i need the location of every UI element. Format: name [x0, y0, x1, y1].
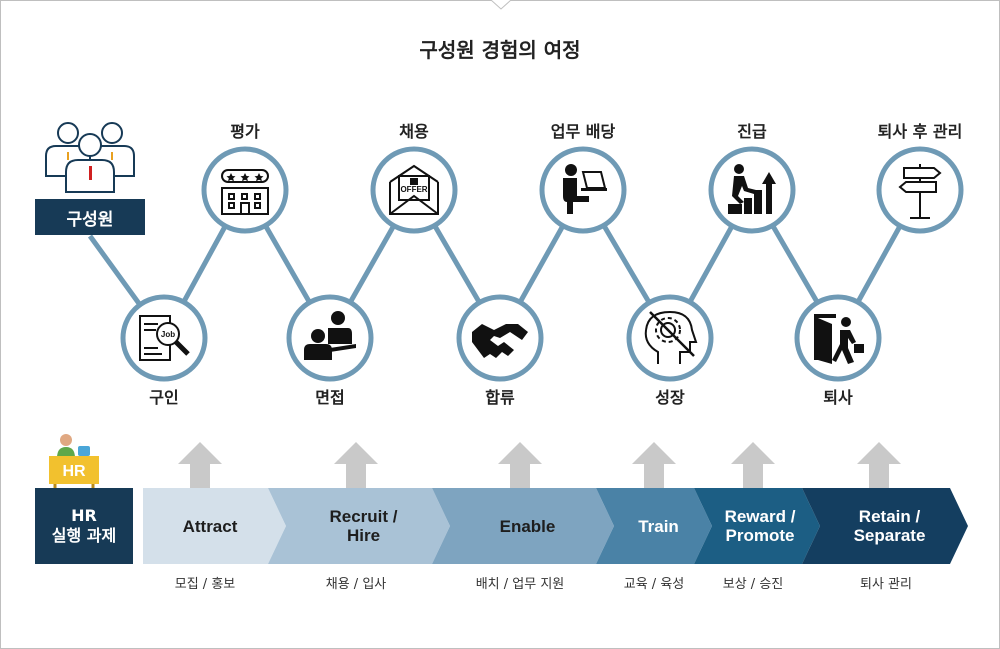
- up-arrow-enable: [498, 442, 542, 488]
- assignment-node: [539, 146, 627, 234]
- member-label: 구성원: [35, 199, 145, 235]
- promotion-node: [708, 146, 796, 234]
- laptop-worker-icon: [563, 164, 607, 214]
- interview-node: [286, 294, 374, 382]
- hr-box-line1: HR: [71, 506, 97, 525]
- signpost-icon: [898, 164, 942, 219]
- post-exit-node: [876, 146, 964, 234]
- task-recruit-line2: Hire: [346, 526, 381, 545]
- stage-recruiting: 구인: [149, 388, 179, 407]
- task-recruit-line1: Recruit /: [329, 507, 398, 526]
- offer-letter-icon: [389, 164, 439, 215]
- task-train-line1: Train: [638, 516, 679, 536]
- stage-assignment: 업무 배당: [550, 122, 616, 141]
- chevron-recruit: [268, 488, 450, 564]
- chevron-enable: [432, 488, 614, 564]
- growth-node: [626, 294, 714, 382]
- task-recruit-sub: 채용 / 입사: [325, 577, 387, 592]
- chevron-attract: [143, 488, 286, 564]
- task-train: Train: [614, 488, 703, 564]
- stage-hiring: 채용: [399, 122, 429, 141]
- chevron-reward: [694, 488, 820, 564]
- chevron-retain: [802, 488, 968, 564]
- task-attract-line1: Attract: [182, 516, 238, 536]
- handshake-icon: [472, 324, 528, 358]
- hr-icon-text: HR: [62, 463, 86, 480]
- task-attract: Attract: [143, 488, 277, 564]
- up-arrow-retain: [857, 442, 901, 488]
- task-attract-sub: 모집 / 홍보: [174, 577, 236, 592]
- job-text: Job: [161, 330, 175, 339]
- exit-door-icon: [814, 314, 864, 364]
- stage-evaluation: 평가: [230, 122, 260, 141]
- exit-node: [794, 294, 882, 382]
- task-reward-line2: Promote: [725, 526, 795, 545]
- interview-icon: [304, 311, 356, 360]
- stage-exit: 퇴사: [823, 388, 853, 407]
- recruiting-node: Job: [120, 294, 208, 382]
- up-arrow-recruit: [334, 442, 378, 488]
- task-reward-line1: Reward /: [724, 507, 796, 526]
- members-icon: [45, 122, 135, 193]
- task-reward-sub: 보상 / 승진: [722, 577, 784, 592]
- building-rating-icon: [221, 169, 269, 215]
- evaluation-node: [201, 146, 289, 234]
- job-search-icon: [139, 315, 190, 361]
- diagram-title: 구성원 경험의 여정: [419, 38, 581, 62]
- up-arrow-reward: [731, 442, 775, 488]
- up-arrow-train: [632, 442, 676, 488]
- task-retain: Retain / Separate: [820, 488, 959, 564]
- task-retain-sub: 퇴사 관리: [860, 577, 912, 592]
- head-gear-icon: [644, 310, 698, 364]
- onboarding-node: [456, 294, 544, 382]
- top-notch: [491, 0, 511, 10]
- offer-text: OFFER: [400, 185, 427, 194]
- hiring-node: OFFER: [370, 146, 458, 234]
- task-train-sub: 교육 / 육성: [623, 577, 685, 592]
- task-enable-sub: 배치 / 업무 지원: [475, 577, 565, 592]
- stage-promotion: 진급: [737, 122, 767, 141]
- hr-person-icon: [49, 434, 99, 489]
- hr-tasks-box: HR 실행 과제: [35, 488, 133, 564]
- task-recruit: Recruit / Hire: [286, 488, 441, 564]
- stage-interview: 면접: [315, 388, 345, 407]
- chevron-train: [596, 488, 712, 564]
- stage-growth: 성장: [655, 388, 685, 407]
- task-retain-line2: Separate: [853, 526, 926, 545]
- hr-box-line2: 실행 과제: [51, 526, 117, 545]
- task-reward: Reward / Promote: [708, 488, 812, 564]
- climbing-steps-icon: [728, 164, 776, 214]
- stage-onboarding: 합류: [485, 388, 515, 407]
- task-enable: Enable: [450, 488, 605, 564]
- task-enable-line1: Enable: [499, 516, 556, 536]
- up-arrow-attract: [178, 442, 222, 488]
- task-retain-line1: Retain /: [858, 507, 921, 526]
- stage-post-exit: 퇴사 후 관리: [877, 122, 963, 141]
